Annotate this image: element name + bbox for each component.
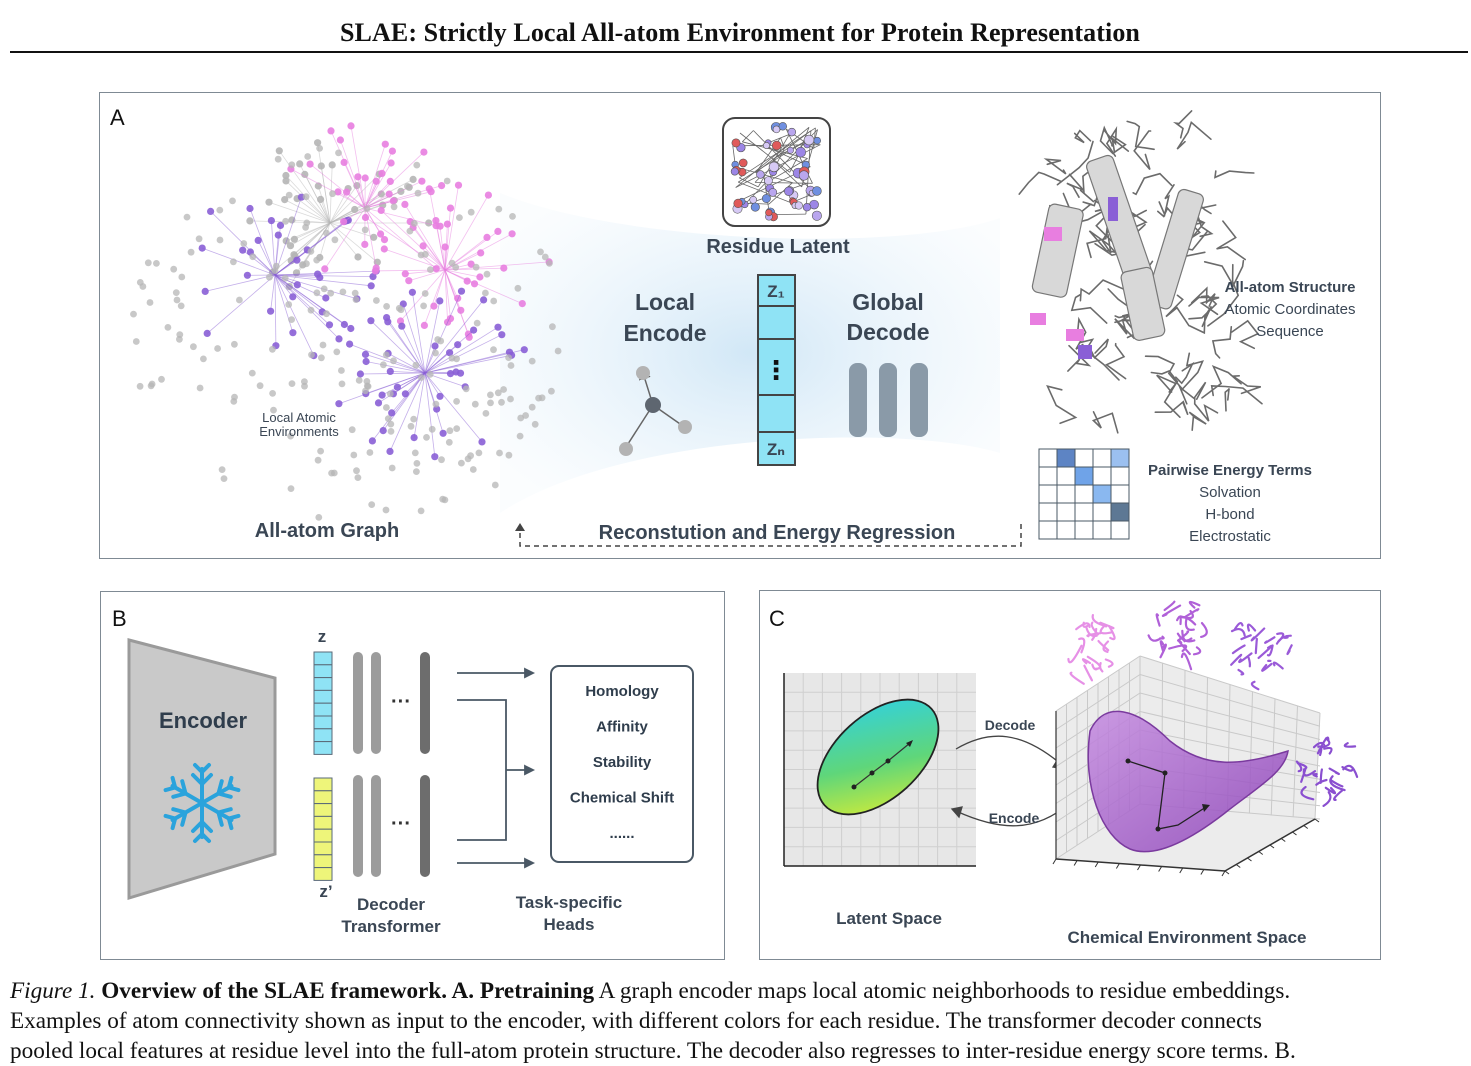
task-heads-line1: Task-specific [516,893,622,912]
decode-label: Decode [985,717,1036,733]
panel-c-letter: C [769,606,785,631]
caption-line2: Examples of atom connectivity shown as i… [10,1006,1471,1036]
local-atomic-env-line2: Environments [259,424,339,439]
hbond-label: H-bond [1205,506,1254,523]
panel-b: B Encoder z z’ ··· [100,591,725,960]
pairwise-energy-grid [1039,449,1129,539]
decoder-ellipsis-bottom: ··· [391,813,411,835]
caption-bold-title: Overview of the SLAE framework. A. Pretr… [101,978,594,1004]
all-atom-structure-illustration [1019,111,1262,433]
task-head-item: Homology [585,683,659,700]
pairwise-energy-label: Pairwise Energy Terms [1148,462,1312,479]
all-atom-structure-label: All-atom Structure [1225,279,1356,296]
caption-line1-rest: A graph encoder maps local atomic neighb… [594,978,1290,1004]
sequence-label: Sequence [1256,323,1324,340]
encoder-label: Encoder [159,708,247,733]
task-head-item: Chemical Shift [570,790,674,807]
global-decode-bars-icon [849,363,928,437]
panel-b-letter: B [112,606,127,631]
panel-c-figure: C Latent Space Decode Encode [760,591,1380,959]
decoder-transformer-line1: Decoder [357,895,425,914]
latent-z1: Z₁ [767,282,784,301]
z-label: z [318,627,327,646]
panel-b-figure: B Encoder z z’ ··· [101,592,724,959]
all-atom-graph-label: All-atom Graph [255,520,399,542]
title-rule [10,51,1468,53]
global-decode-line1: Global [852,289,924,315]
global-decode-line2: Decode [846,319,929,345]
z-vector [314,652,332,754]
local-atomic-env-line1: Local Atomic [262,410,336,425]
z-prime-vector [314,778,332,880]
all-atom-graph-illustration [130,122,561,521]
panel-a: A Local Atomic Environments All-atom Gra… [99,92,1381,559]
latent-space-plot [784,673,976,866]
task-heads-line2: Heads [543,915,594,934]
task-head-item: Affinity [596,719,648,736]
caption-line3: pooled local features at residue level i… [10,1036,1471,1066]
latent-zn: Zₙ [767,440,785,459]
decoder-ellipsis-top: ··· [391,691,411,713]
caption-line1: Figure 1. Overview of the SLAE framework… [10,976,1471,1006]
figure-caption: Figure 1. Overview of the SLAE framework… [10,976,1471,1066]
panel-a-figure: A Local Atomic Environments All-atom Gra… [100,93,1380,558]
solvation-label: Solvation [1199,484,1261,501]
panel-c: C Latent Space Decode Encode [759,590,1381,960]
page-title: SLAE: Strictly Local All-atom Environmen… [0,18,1471,48]
regression-label: Reconstution and Energy Regression [599,522,956,544]
atomic-coordinates-label: Atomic Coordinates [1225,301,1356,318]
z-prime-label: z’ [319,882,332,901]
residue-latent-label: Residue Latent [706,236,850,258]
task-head-item: ...... [609,825,634,842]
decoder-transformer-line2: Transformer [341,917,441,936]
latent-space-label: Latent Space [836,909,942,928]
encode-label: Encode [989,810,1040,826]
chem-env-space-label: Chemical Environment Space [1067,928,1306,947]
caption-figure-label: Figure 1. [10,978,95,1004]
electrostatic-label: Electrostatic [1189,528,1271,545]
task-head-item: Stability [593,754,652,771]
head-arrows [457,669,533,867]
panel-a-letter: A [110,105,125,130]
residue-molecule-box [723,118,830,226]
latent-dots: ⋮ [763,355,789,385]
local-encode-line2: Encode [623,320,706,346]
local-encode-line1: Local [635,289,695,315]
